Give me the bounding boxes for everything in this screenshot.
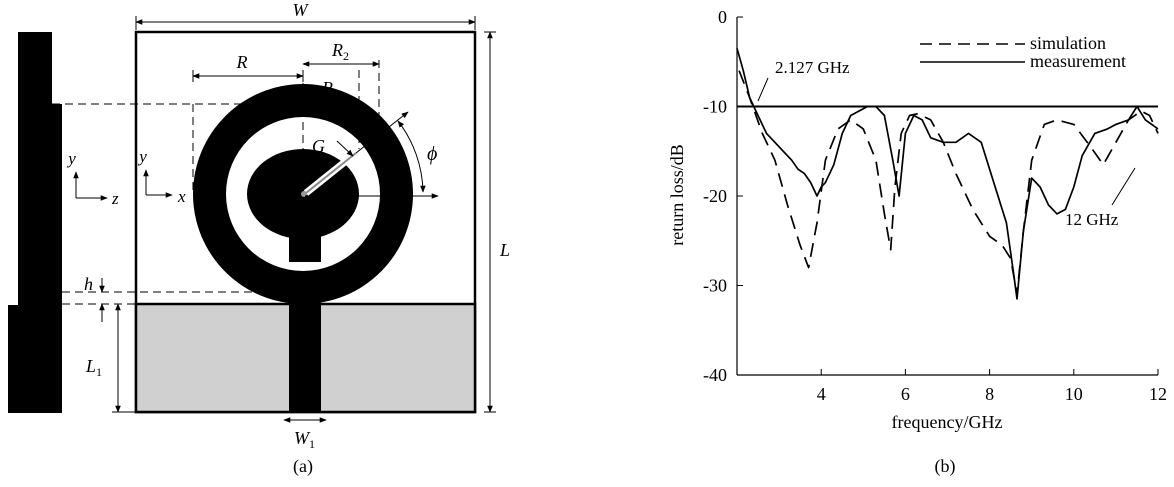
dimension-h: h [84, 274, 105, 322]
plot-series [736, 48, 1159, 300]
return-loss-chart: 4 6 8 10 12 0 -10 -20 -30 -40 frequency/GHz retur… [667, 7, 1167, 477]
dimension-W1-subscript: 1 [309, 437, 315, 451]
side-view-axes: y z [66, 149, 119, 208]
x-tick-label: 8 [985, 384, 994, 404]
dimension-W-label: W [293, 0, 310, 20]
svg-text:W1: W1 [294, 428, 315, 451]
side-axis-y-label: y [66, 149, 76, 168]
front-axis-y-label: y [137, 147, 147, 166]
dimension-L1: L1 [85, 303, 136, 413]
dimension-L1-label: L [85, 356, 96, 376]
annotations: 2.127 GHz 12 GHz [757, 58, 1136, 229]
caption-a: (a) [293, 456, 313, 477]
dimension-R2: R2 [302, 40, 380, 67]
angle-phi: ϕ [355, 111, 437, 193]
y-tick-label: 0 [718, 7, 727, 27]
angle-phi-label: ϕ [427, 143, 437, 165]
series-line-simulation [738, 70, 1159, 296]
dimension-R1: R1 [302, 78, 360, 103]
legend-label-measurement: measurement [1030, 51, 1126, 71]
dimension-R: R [192, 52, 304, 82]
y-tick-label: -10 [703, 97, 727, 117]
axis-ticks: 4 6 8 10 12 0 -10 -20 -30 -40 [703, 7, 1167, 404]
dimension-R2-subscript: 2 [343, 49, 349, 63]
dimension-L1-subscript: 1 [96, 365, 102, 379]
dimension-R1-label: R [321, 78, 333, 98]
gap-G-label: G [312, 136, 325, 156]
side-axis-z-label: z [111, 189, 119, 208]
antenna-diagram: y z W [8, 0, 510, 477]
feed-neck [289, 232, 321, 262]
y-tick-label: -20 [703, 186, 727, 206]
dimension-R-label: R [236, 52, 248, 72]
y-tick-label: -30 [703, 276, 727, 296]
side-view-profile [8, 32, 62, 413]
dimension-h-label: h [84, 274, 93, 294]
dimension-W1-label: W [294, 428, 311, 448]
dimension-L: L [484, 31, 510, 413]
front-axis-x-label: x [177, 187, 186, 206]
annotation-2127-ghz-leader [757, 77, 769, 102]
dimension-W1: W1 [283, 417, 327, 451]
gap-slot: G [301, 136, 359, 197]
svg-text:L1: L1 [85, 356, 102, 379]
dimension-R2-label: R [331, 40, 343, 60]
front-view-axes: y x [137, 147, 439, 206]
y-tick-label: -40 [703, 365, 727, 385]
x-tick-label: 12 [1149, 384, 1167, 404]
legend-label-simulation: simulation [1030, 33, 1106, 53]
series-line-measurement [736, 48, 1159, 300]
legend: simulation measurement [920, 33, 1126, 71]
annotation-12-ghz-leader [1111, 167, 1136, 206]
y-axis-label: return loss/dB [667, 144, 687, 246]
dimension-L-label: L [499, 240, 510, 260]
dimension-R1-subscript: 1 [333, 87, 339, 101]
annotation-2127-ghz: 2.127 GHz [775, 58, 850, 77]
x-axis-label: frequency/GHz [892, 412, 1003, 432]
dimension-W: W [135, 0, 476, 30]
caption-b: (b) [935, 456, 956, 477]
annotation-12-ghz: 12 GHz [1065, 210, 1119, 229]
x-tick-label: 10 [1065, 384, 1083, 404]
x-tick-label: 6 [901, 384, 910, 404]
svg-text:R1: R1 [321, 78, 339, 101]
x-tick-label: 4 [817, 384, 826, 404]
svg-text:R2: R2 [331, 40, 349, 63]
